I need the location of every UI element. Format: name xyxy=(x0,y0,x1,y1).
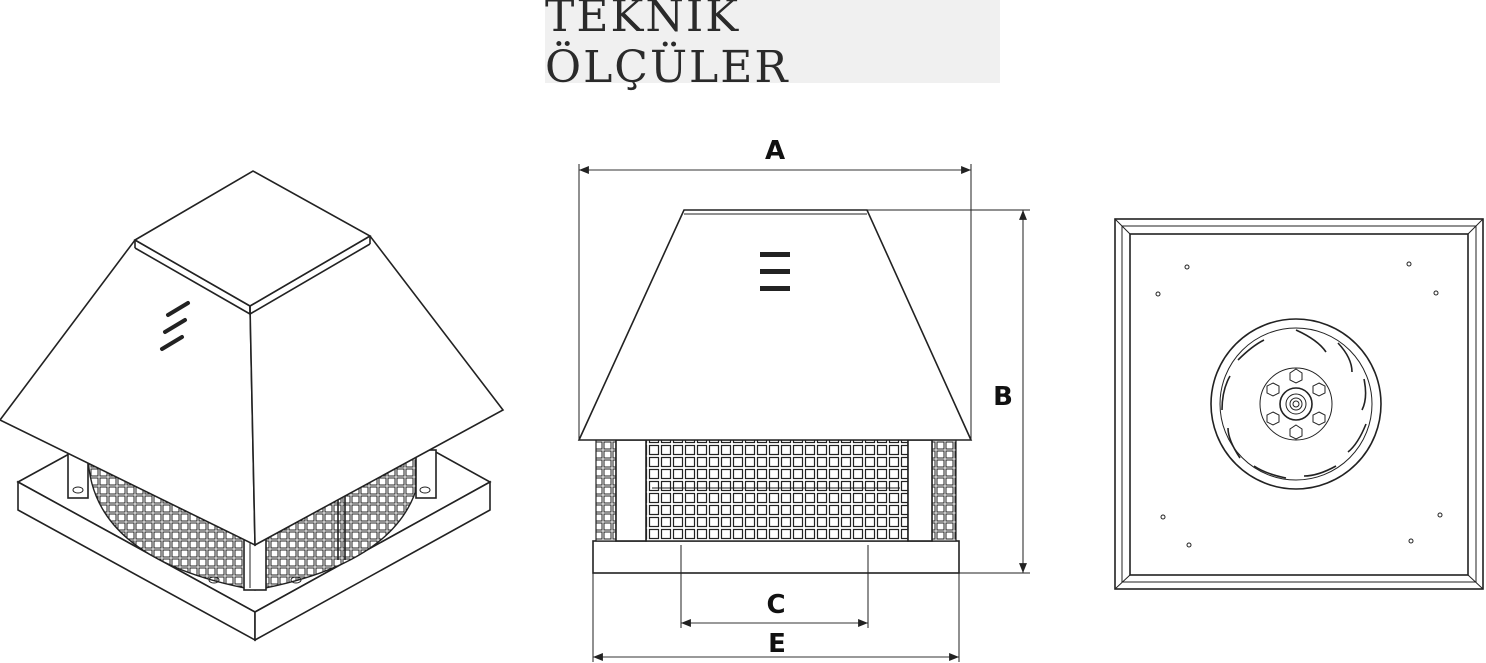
front-vent xyxy=(760,286,790,291)
iso-base-right xyxy=(254,480,491,642)
front-leg-right xyxy=(907,439,933,542)
front-hood xyxy=(577,209,973,441)
dimension-b-label: B xyxy=(993,382,1013,412)
title-banner: TEKNİK ÖLÇÜLER xyxy=(545,0,1000,93)
iso-vent xyxy=(160,335,184,351)
iso-vent xyxy=(166,301,190,317)
dimension-a-label: A xyxy=(765,136,785,166)
front-grill-side-left xyxy=(595,439,617,542)
iso-leg-right xyxy=(415,449,437,499)
front-grill xyxy=(645,439,909,542)
iso-vent xyxy=(163,318,187,334)
front-view: A B C E xyxy=(577,136,1030,662)
dimension-c-label: C xyxy=(766,590,785,620)
page-title: TEKNİK ÖLÇÜLER xyxy=(545,0,790,93)
impeller-outer xyxy=(1210,318,1382,490)
front-vent xyxy=(760,269,790,274)
dimension-e-label: E xyxy=(768,629,786,659)
front-grill-side-right xyxy=(931,439,957,542)
front-base xyxy=(592,540,960,574)
impeller-hub-plate xyxy=(1259,367,1333,441)
bottom-inner-frame xyxy=(1129,233,1469,576)
impeller-blades xyxy=(1221,329,1367,479)
front-leg-left xyxy=(615,439,647,542)
front-vent xyxy=(760,252,790,257)
bottom-view xyxy=(1114,218,1484,590)
isometric-view xyxy=(0,170,505,642)
